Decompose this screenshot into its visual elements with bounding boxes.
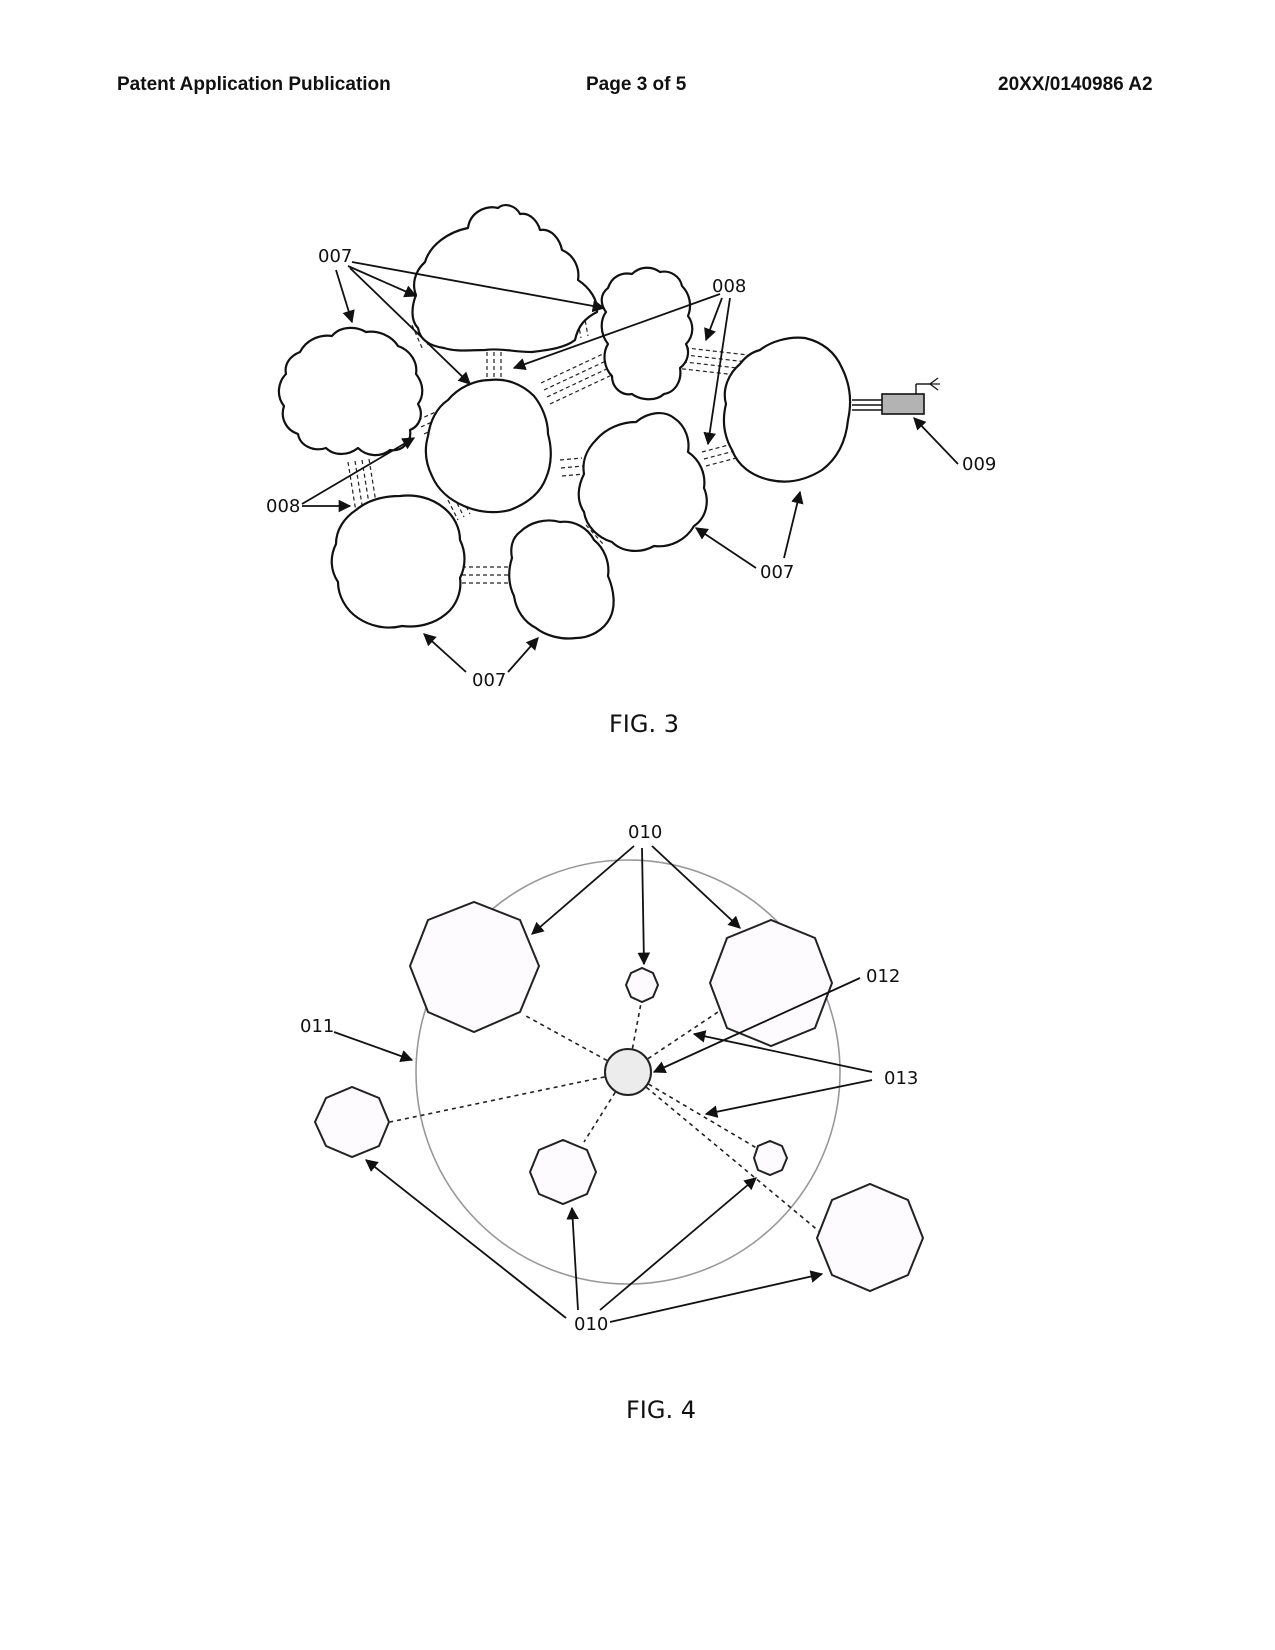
ref-013: 013 [884, 1068, 918, 1089]
cluster-cloud-right [724, 338, 850, 482]
ref-009: 009 [962, 454, 996, 475]
figure-4: 010 011 012 013 010 FIG. 4 [300, 822, 923, 1424]
node-octagon-large-top-left [410, 902, 539, 1032]
ref-008-left: 008 [266, 496, 300, 517]
ref-010-bottom: 010 [574, 1314, 608, 1335]
bridge-center-lower [560, 458, 584, 476]
cluster-cloud-center [426, 380, 551, 512]
node-octagon-small-top [626, 968, 658, 1002]
ref-012: 012 [866, 966, 900, 987]
cluster-cloud-bottom-left [332, 496, 465, 628]
network-device [852, 378, 940, 414]
figure-3-caption: FIG. 3 [609, 710, 679, 738]
cluster-cloud-left [279, 328, 422, 455]
ref-007-top: 007 [318, 246, 352, 267]
node-octagon-medium-bottom [530, 1140, 596, 1204]
cluster-cloud-top-right [602, 268, 693, 400]
node-octagon-medium-left [315, 1087, 389, 1157]
antenna-icon [916, 378, 940, 394]
figure-4-caption: FIG. 4 [626, 1396, 696, 1424]
node-octagon-large-bottom-right [817, 1184, 923, 1291]
hub-node [605, 1049, 651, 1095]
ref-011: 011 [300, 1016, 334, 1037]
ref-008-top: 008 [712, 276, 746, 297]
cluster-cloud-center-right [579, 413, 707, 551]
node-octagon-small-right [754, 1141, 787, 1175]
ref-007-bottom: 007 [472, 670, 506, 691]
bridge-bottom-middle [462, 567, 512, 583]
device-box [882, 394, 924, 414]
bridge-center-diagonal [541, 353, 614, 404]
node-octagon-large-top-right [710, 920, 832, 1046]
ref-010-top: 010 [628, 822, 662, 843]
ref-007-right: 007 [760, 562, 794, 583]
fig4-leader-lines [334, 846, 872, 1322]
